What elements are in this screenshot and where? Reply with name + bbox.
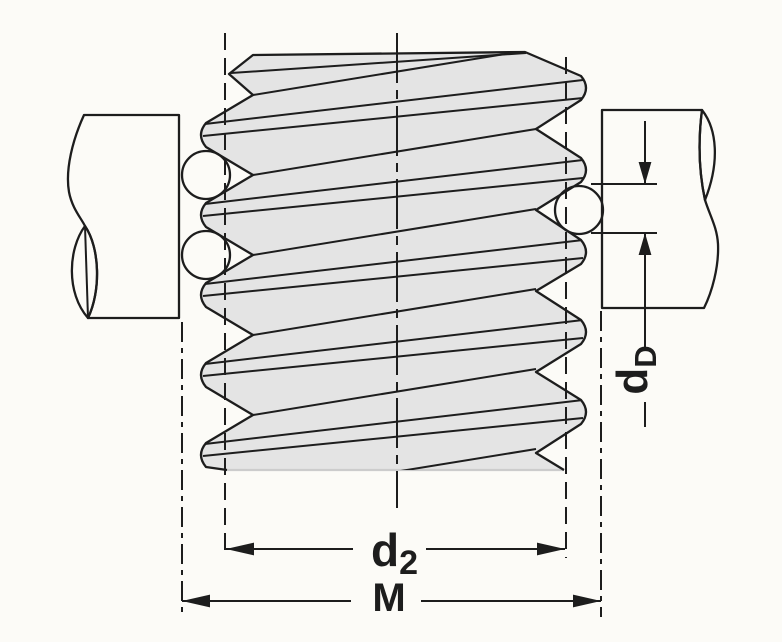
dD-label: dD	[608, 345, 663, 394]
helix-crest-line	[204, 79, 584, 125]
d2-arrowhead-right	[537, 542, 565, 556]
d2-arrowhead-left	[226, 542, 254, 556]
measuring-wire-left-upper	[180, 149, 232, 201]
helix-root-line	[252, 208, 537, 256]
helix-crest-line	[202, 177, 584, 217]
thread-outline	[199, 50, 588, 472]
helix-crest-line	[204, 319, 584, 365]
helix-crest-line	[202, 417, 584, 457]
M-arrowhead-right	[573, 594, 601, 608]
helix-root-line	[252, 52, 537, 96]
helix-root-line	[252, 448, 537, 470]
dD-arrowhead-down	[638, 162, 652, 184]
d2-label: d2	[371, 524, 418, 582]
screw-thread	[199, 50, 588, 472]
M-arrowhead-left	[182, 594, 210, 608]
right-anvil-body	[600, 108, 720, 310]
measuring-wire-left-lower	[180, 229, 232, 281]
thread-silhouette	[201, 52, 586, 470]
helix-crest-line	[204, 239, 584, 285]
helix-root-line	[252, 128, 537, 176]
helix-crest-line	[204, 399, 584, 445]
helix-crest-line	[202, 257, 584, 297]
M-label: M	[372, 576, 405, 620]
dimension-d2: d2	[226, 524, 565, 582]
helix-top-cut-line	[230, 52, 527, 74]
thread-helix-lines	[202, 52, 584, 470]
dD-arrowhead-up	[638, 233, 652, 255]
helix-root-line	[252, 288, 537, 336]
helix-root-line	[252, 368, 537, 416]
helix-crest-line	[202, 337, 584, 377]
dimension-dD: dD	[591, 121, 663, 427]
dimension-M: M	[182, 576, 601, 620]
right-anvil	[600, 108, 720, 310]
measuring-wire-right	[553, 184, 605, 236]
left-anvil	[66, 113, 181, 320]
left-anvil-body	[66, 113, 181, 320]
left-anvil-break-chord	[84, 225, 89, 319]
helix-crest-line	[204, 159, 584, 205]
diagram-strokes: dD d2 M	[66, 33, 720, 620]
helix-crest-line	[202, 97, 584, 137]
